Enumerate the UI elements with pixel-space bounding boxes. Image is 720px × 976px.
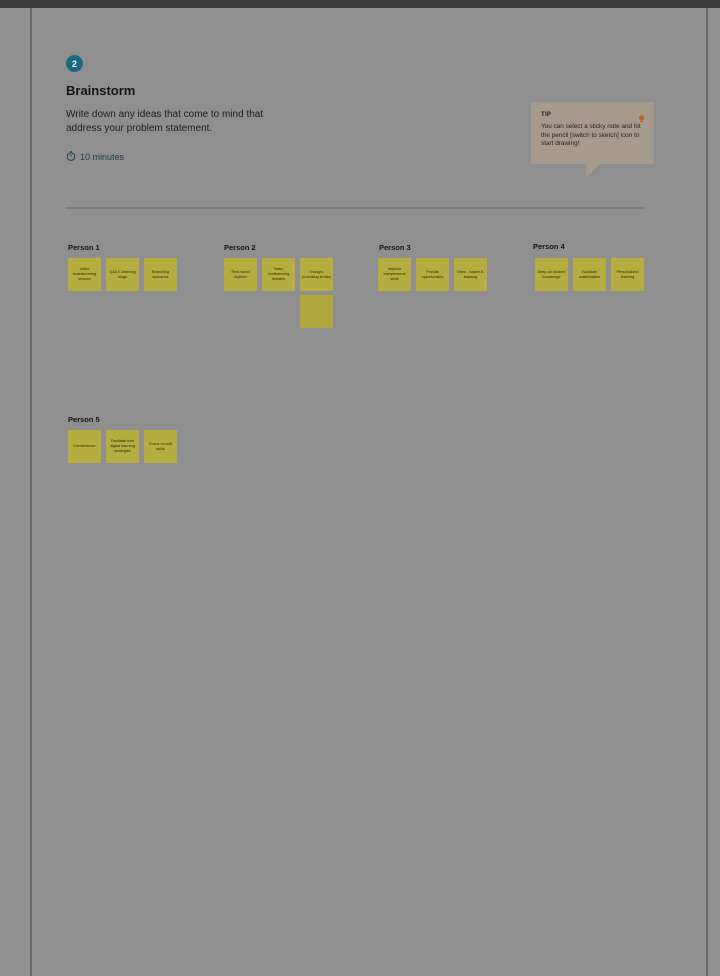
sticky-note[interactable]: Personalized learning (611, 258, 644, 291)
section-title: Brainstorm (66, 83, 136, 98)
sticky-note[interactable]: Improve interpersonal skills (378, 258, 411, 291)
lightbulb-icon (637, 111, 646, 123)
sticky-note[interactable]: Thought-provoking stories (300, 258, 333, 291)
section-divider (66, 207, 645, 209)
timer: 10 minutes (66, 151, 124, 163)
sticky-note[interactable]: Facilitate collaboration (573, 258, 606, 291)
stopwatch-icon (66, 151, 76, 163)
person-label: Person 3 (379, 243, 411, 252)
person-label: Person 5 (68, 415, 100, 424)
timer-label: 10 minutes (80, 152, 125, 162)
sticky-note[interactable]: Real world rhythms (224, 258, 257, 291)
sticky-note[interactable]: Q&A E-learning blogs (106, 258, 139, 291)
person-label: Person 1 (68, 243, 100, 252)
tip-pointer (586, 164, 600, 178)
section-subtitle: Write down any ideas that come to mind t… (66, 109, 264, 134)
person-label: Person 2 (224, 243, 256, 252)
sticky-note-empty[interactable] (300, 295, 333, 328)
sticky-note[interactable]: Deep on student knowledge (535, 258, 568, 291)
sticky-note[interactable]: Video conferencing debates (262, 258, 295, 291)
tip-text: You can select a sticky note and hit the… (541, 123, 641, 148)
sticky-note[interactable]: Provide opportunities (416, 258, 449, 291)
tip-title: TIP (541, 112, 552, 118)
sticky-note[interactable]: Focus on soft skills (144, 430, 177, 463)
board-edge-left (30, 8, 32, 976)
sticky-note[interactable]: Video brainstorming session (68, 258, 101, 291)
sticky-note[interactable]: Branching scenarios (144, 258, 177, 291)
board-edge-right (706, 8, 708, 976)
sticky-note[interactable]: Facilitate new digital learning strategi… (106, 430, 139, 463)
step-number-badge: 2 (66, 55, 83, 72)
sticky-note[interactable]: Convenience (68, 430, 101, 463)
tip-card[interactable]: TIP You can select a sticky note and hit… (531, 102, 654, 164)
top-bar (0, 0, 720, 8)
person-label: Person 4 (533, 242, 565, 251)
sticky-note[interactable]: Video - based E-learning (454, 258, 487, 291)
